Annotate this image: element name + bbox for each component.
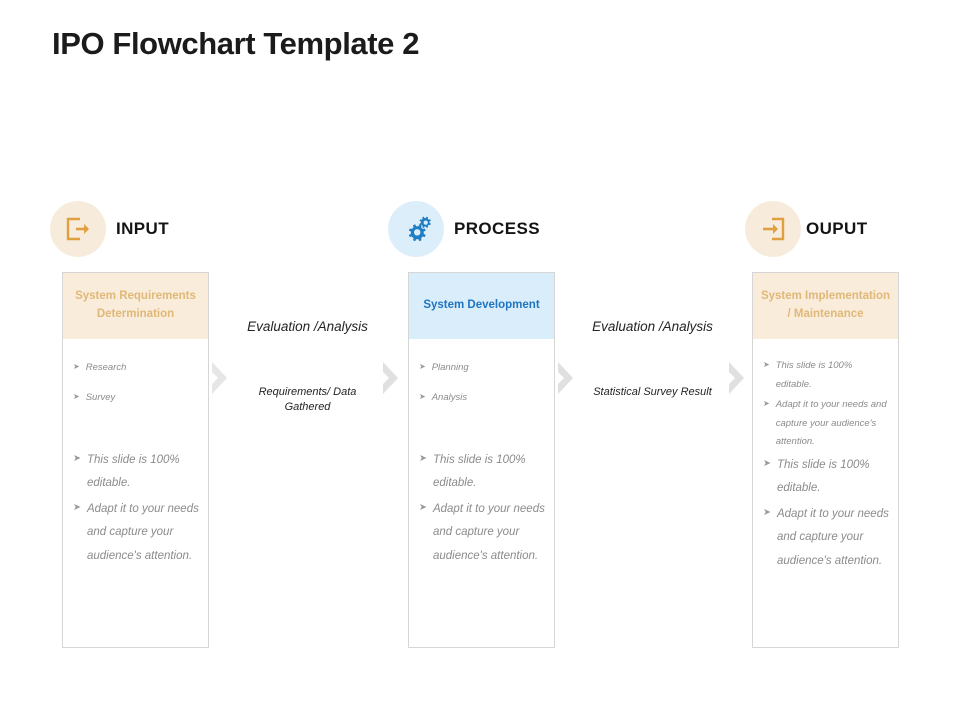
arrow-out-icon	[50, 201, 106, 257]
connector-process-to-ouput: Evaluation /Analysis Statistical Survey …	[585, 318, 720, 400]
spacer	[73, 421, 200, 449]
spacer	[419, 421, 546, 449]
bullet-arrow-icon: ➤	[419, 362, 426, 371]
bullet-arrow-icon: ➤	[763, 506, 771, 518]
list-item: ➤ Analysis	[419, 391, 468, 403]
card-input: System Requirements Determination ➤ Rese…	[62, 272, 209, 648]
bullet-arrow-icon: ➤	[419, 501, 427, 513]
connector-bottom-label: Statistical Survey Result	[593, 385, 712, 398]
column-label-process: PROCESS	[454, 219, 540, 238]
list-item: ➤ This slide is 100% editable.	[419, 449, 546, 496]
card-output: System Implementation / Maintenance ➤ Th…	[752, 272, 899, 648]
connector-top-label: Evaluation /Analysis	[247, 319, 368, 334]
list-item: ➤ Adapt it to your needs and capture you…	[419, 498, 546, 569]
bullet-arrow-icon: ➤	[419, 452, 427, 464]
gears-icon	[388, 201, 444, 257]
list-item: ➤ Adapt it to your needs and capture you…	[763, 396, 890, 452]
bullet-arrow-icon: ➤	[419, 391, 426, 401]
card-body-process: ➤ Planning ➤ Analysis ➤ This slide is 10…	[409, 339, 554, 568]
chevron-right-icon	[555, 360, 579, 396]
bullet-arrow-icon: ➤	[73, 501, 81, 513]
chevron-right-icon	[380, 360, 404, 396]
list-item: ➤ This slide is 100% editable.	[763, 454, 890, 501]
card-header-output: System Implementation / Maintenance	[753, 273, 898, 339]
bullet-arrow-icon: ➤	[763, 457, 771, 469]
arrow-in-icon	[745, 201, 801, 257]
list-item: ➤ This slide is 100% editable.	[73, 449, 200, 496]
bullet-arrow-icon: ➤	[763, 399, 770, 409]
chevron-right-icon	[726, 360, 750, 396]
page-title: IPO Flowchart Template 2	[52, 26, 420, 61]
column-header-process: PROCESS	[388, 201, 540, 257]
list-item: ➤ This slide is 100% editable.	[763, 357, 890, 394]
card-body-output: ➤ This slide is 100% editable. ➤ Adapt i…	[753, 339, 898, 573]
card-body-input: ➤ Research ➤ Survey ➤ This slide is 100%…	[63, 339, 208, 568]
bullet-arrow-icon: ➤	[73, 452, 81, 464]
column-label-ouput: OUPUT	[806, 219, 868, 238]
bullet-arrow-icon: ➤	[73, 391, 80, 401]
connector-input-to-process: Evaluation /Analysis Requirements/ Data …	[240, 318, 375, 416]
card-process: System Development ➤ Planning ➤ Analysis…	[408, 272, 555, 648]
list-item: ➤ Adapt it to your needs and capture you…	[763, 503, 890, 574]
card-header-process: System Development	[409, 273, 554, 339]
chevron-right-icon	[209, 360, 233, 396]
connector-top-label: Evaluation /Analysis	[592, 319, 713, 334]
list-item: ➤ Survey	[73, 391, 116, 403]
bullet-arrow-icon: ➤	[763, 360, 770, 369]
card-header-input: System Requirements Determination	[63, 273, 208, 339]
list-item: ➤ Research	[73, 362, 127, 373]
bullet-arrow-icon: ➤	[73, 362, 80, 371]
column-header-ouput: OUPUT	[745, 201, 868, 257]
list-item: ➤ Adapt it to your needs and capture you…	[73, 498, 200, 569]
connector-bottom-label: Requirements/ Data Gathered	[258, 385, 357, 414]
column-label-input: INPUT	[116, 219, 169, 238]
column-header-input: INPUT	[50, 201, 169, 257]
list-item: ➤ Planning	[419, 362, 469, 373]
